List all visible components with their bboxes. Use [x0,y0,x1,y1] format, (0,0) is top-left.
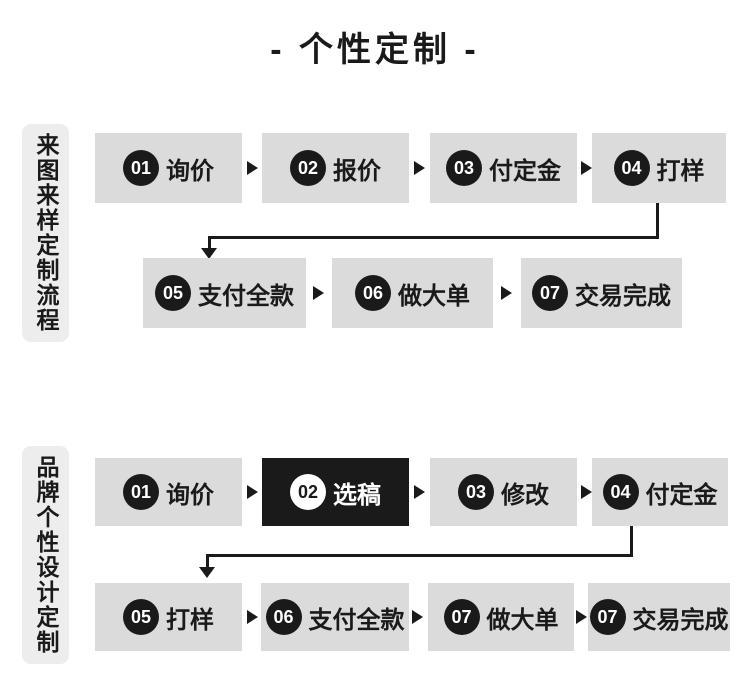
step-box-s1-04: 04 打样 [592,133,726,203]
connector-stem-line [208,236,211,249]
step-number-badge: 05 [123,599,159,635]
step-label: 询价 [166,157,214,185]
step-number-badge: 02 [290,474,326,510]
connector-vertical-line [656,203,659,239]
arrow-right-icon [581,485,592,499]
step-number-badge: 07 [532,275,568,311]
step-number-badge: 05 [155,275,191,311]
arrow-right-icon [247,485,258,499]
arrow-right-icon [581,161,592,175]
step-number-badge: 03 [458,474,494,510]
step-label: 付定金 [645,481,718,509]
step-box-s2-06: 06 支付全款 [261,583,409,651]
connector-stem-line [206,554,209,568]
arrow-right-icon [313,286,324,300]
step-label: 交易完成 [632,606,729,634]
step-box-s2-01: 01 询价 [95,458,242,526]
step-box-s2-07: 07 做大单 [428,583,574,651]
step-number-badge: 03 [446,150,482,186]
arrow-down-icon [201,248,217,259]
step-label: 报价 [333,157,381,185]
arrow-right-icon [414,161,425,175]
step-label: 做大单 [398,282,470,310]
step-label: 支付全款 [198,282,294,310]
step-box-s2-05: 05 打样 [95,583,242,651]
step-label: 付定金 [489,157,561,185]
arrow-right-icon [501,286,512,300]
section-label-2: 品牌个性设计定制 [33,455,59,655]
step-number-badge: 02 [290,150,326,186]
page-title: - 个性定制 - [270,31,480,69]
section-label-tab-1: 来图来样定制流程 [22,124,69,342]
step-box-s1-01: 01 询价 [95,133,242,203]
step-label: 支付全款 [308,606,405,634]
step-label: 打样 [656,157,705,185]
arrow-down-icon [199,567,215,578]
step-number-badge: 01 [123,474,159,510]
connector-vertical-line [630,526,633,557]
step-box-s1-06: 06 做大单 [332,258,493,328]
step-box-s2-02-highlighted: 02 选稿 [262,458,409,526]
step-box-s1-03: 03 付定金 [430,133,577,203]
step-label: 修改 [501,481,549,509]
step-label: 选稿 [333,481,381,509]
step-box-s2-04: 04 付定金 [592,458,728,526]
arrow-right-icon [414,485,425,499]
step-box-s1-02: 02 报价 [262,133,409,203]
arrow-right-icon [247,610,258,624]
step-number-badge: 01 [123,150,159,186]
step-number-badge: 07 [443,599,480,635]
step-number-badge: 06 [265,599,302,635]
arrow-right-icon [247,161,258,175]
arrow-right-icon [412,610,423,624]
section-label-tab-2: 品牌个性设计定制 [22,446,69,664]
connector-horizontal-line [206,554,633,557]
step-box-s2-08: 07 交易完成 [588,583,730,651]
step-number-badge: 07 [589,599,626,635]
step-label: 询价 [166,481,214,509]
step-number-badge: 04 [602,474,639,510]
step-box-s1-07: 07 交易完成 [521,258,682,328]
step-label: 做大单 [486,606,559,634]
connector-horizontal-line [208,236,659,239]
step-label: 打样 [166,606,214,634]
step-box-s2-03: 03 修改 [430,458,577,526]
section-label-1: 来图来样定制流程 [33,133,59,333]
step-number-badge: 04 [613,150,650,186]
step-number-badge: 06 [355,275,391,311]
step-label: 交易完成 [575,282,671,310]
step-box-s1-05: 05 支付全款 [143,258,306,328]
arrow-right-icon [576,610,587,624]
